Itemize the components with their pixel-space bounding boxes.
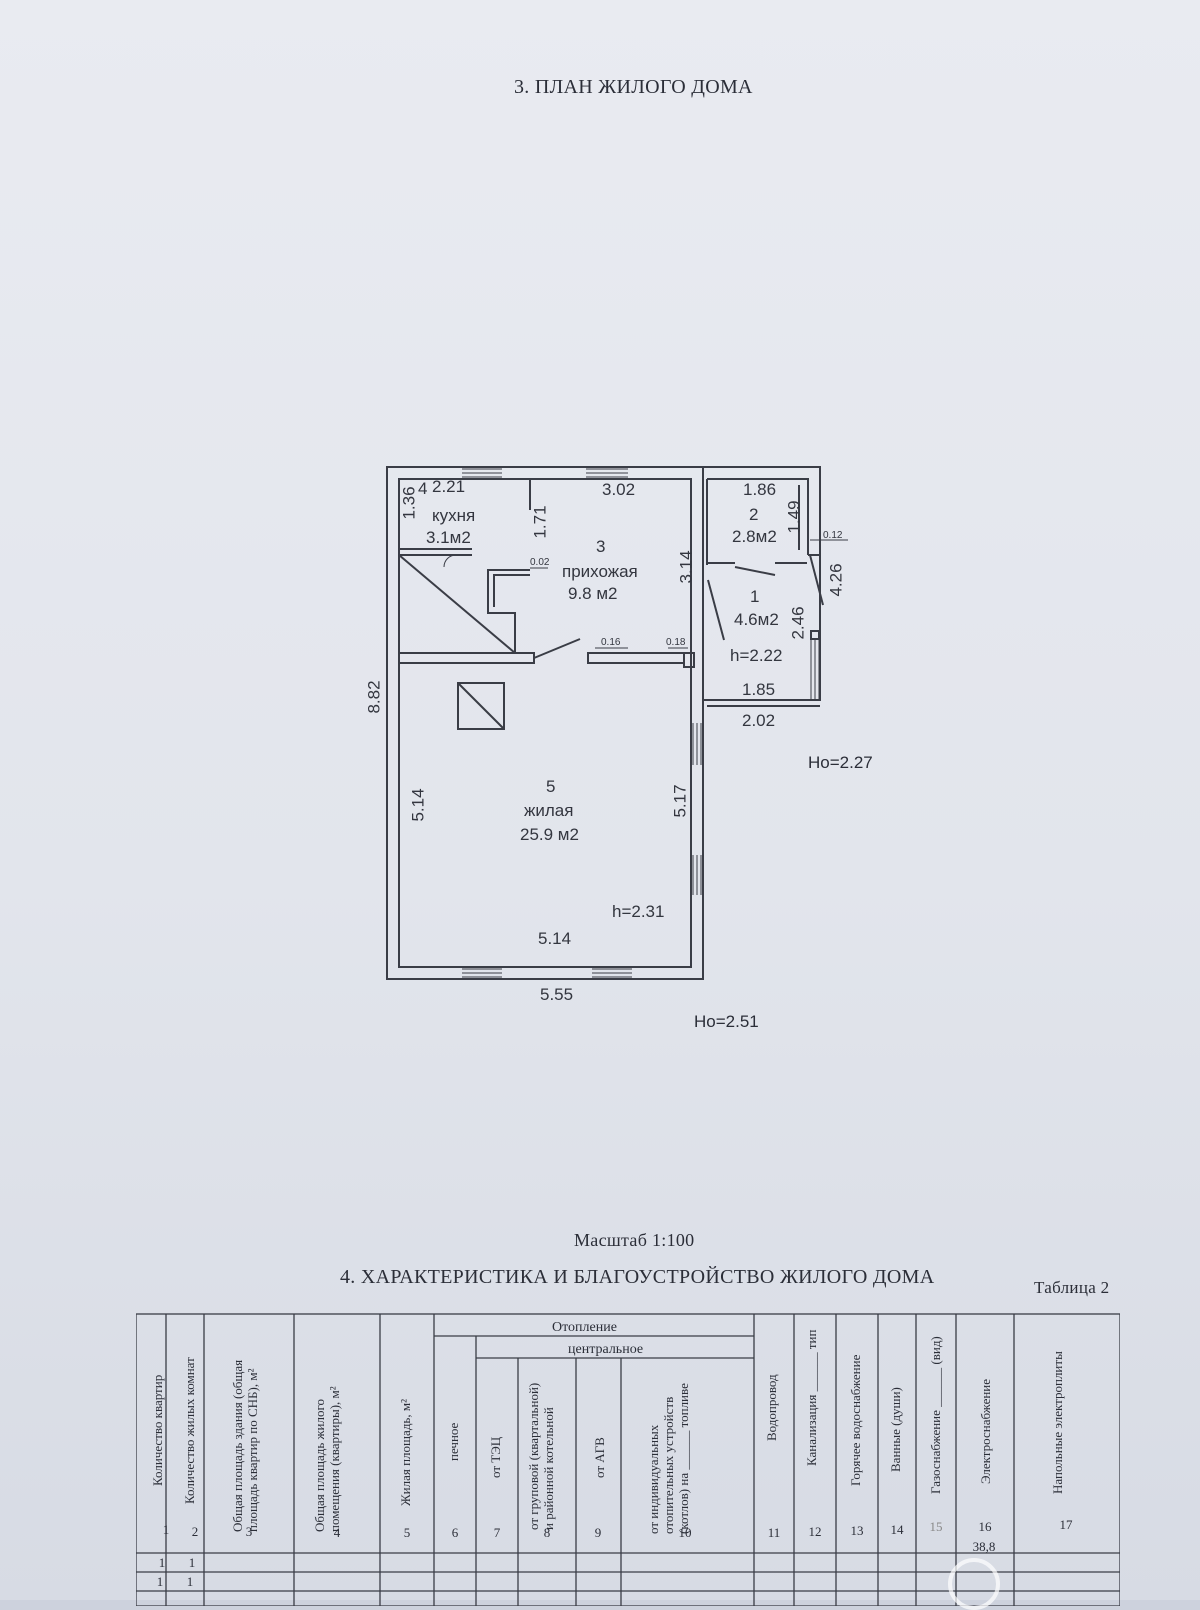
table-label: Таблица 2	[1034, 1278, 1110, 1297]
ho-annex: Ho=2.27	[808, 753, 873, 772]
col-from-agv: от АГВ	[592, 1437, 607, 1478]
dim-5-14-left: 5.14	[408, 788, 428, 822]
col-number: 9	[594, 1525, 602, 1540]
col-number: 16	[978, 1519, 992, 1534]
col-apartments: Количество квартир	[150, 1374, 165, 1486]
col-hot-water: Горячее водоснабжение	[848, 1354, 863, 1486]
room-5-area: 25.9 м2	[520, 825, 579, 844]
dim-0-12: 0.12	[823, 530, 843, 541]
group-heating: Отопление	[552, 1320, 617, 1335]
table-grid	[136, 1313, 1120, 1606]
room-4-number: 4	[418, 479, 428, 498]
col-number: 14	[890, 1522, 904, 1537]
room-1-number: 1	[750, 587, 760, 606]
col-number: 4	[333, 1525, 341, 1540]
outer-wall-outer	[386, 466, 704, 980]
dim-0-16: 0.16	[601, 637, 621, 648]
floor-plan: 4 кухня 3.1м2 3 прихожая 9.8 м2 2 2.8м2 …	[365, 455, 890, 1035]
dim-2-21: 2.21	[432, 477, 466, 496]
annex-wall-outer	[703, 466, 821, 645]
row2-col2: 1	[186, 1574, 194, 1589]
col-number: 13	[850, 1523, 864, 1538]
outer-wall-inner	[398, 478, 692, 968]
room-5-name: жилая	[524, 801, 574, 820]
partial-value: 38,8	[972, 1539, 996, 1554]
dim-5-55: 5.55	[540, 985, 574, 1004]
ho-main: Ho=2.51	[694, 1012, 759, 1031]
col-stove-heating: печное	[446, 1422, 461, 1461]
col-number: 5	[403, 1525, 411, 1540]
col-number: 2	[191, 1524, 199, 1539]
height-2-31: h=2.31	[612, 902, 665, 921]
col-number: 11	[767, 1525, 781, 1540]
dim-2-46: 2.46	[788, 606, 808, 640]
room-4-area: 3.1м2	[426, 528, 471, 547]
height-2-22: h=2.22	[730, 646, 783, 665]
col-water-supply: Водопровод	[764, 1374, 779, 1441]
dim-5-17: 5.17	[670, 784, 690, 818]
row2-col1: 1	[156, 1574, 164, 1589]
dim-5-14-bottom: 5.14	[538, 929, 572, 948]
col-baths: Ванные (души)	[888, 1387, 903, 1472]
col-electricity: Электроснабжение	[978, 1378, 993, 1484]
col-number: 10	[678, 1525, 692, 1540]
section4-title: 4. ХАРАКТЕРИСТИКА И БЛАГОУСТРОЙСТВО ЖИЛО…	[340, 1266, 935, 1288]
col-number: 6	[451, 1525, 459, 1540]
room-4-name: кухня	[432, 506, 476, 525]
section3-title: 3. ПЛАН ЖИЛОГО ДОМА	[514, 76, 753, 98]
col-number: 17	[1059, 1517, 1073, 1532]
col-living-area: Жилая площадь, м²	[398, 1399, 413, 1506]
col-number: 15	[929, 1519, 943, 1534]
room-5-number: 5	[546, 777, 556, 796]
col-number: 7	[493, 1525, 501, 1540]
col-number: 12	[808, 1524, 822, 1539]
room-2-area: 2.8м2	[732, 527, 777, 546]
col-gas-supply: Газоснабжение ______ (вид)	[928, 1336, 943, 1494]
col-rooms: Количество жилых комнат	[182, 1357, 197, 1504]
room-3-name: прихожая	[562, 562, 638, 581]
dim-1-36: 1.36	[399, 486, 419, 520]
floor-plan-drawing	[386, 466, 848, 980]
row1-col1: 1	[158, 1555, 166, 1570]
dim-2-02: 2.02	[742, 711, 776, 730]
col-number: 3	[245, 1524, 253, 1539]
row1-col2: 1	[188, 1555, 196, 1570]
watermark-logo-icon	[948, 1558, 1000, 1610]
group-central: центральное	[568, 1342, 644, 1357]
dim-0-02: 0.02	[530, 557, 550, 568]
dim-1-86: 1.86	[743, 480, 777, 499]
dim-4-26: 4.26	[826, 563, 846, 597]
col-number: 1	[162, 1522, 170, 1537]
scale-label: Масштаб 1:100	[574, 1230, 695, 1250]
dim-1-49: 1.49	[784, 500, 804, 534]
annex-wall-inner	[707, 478, 809, 555]
col-from-tec: от ТЭЦ	[488, 1436, 503, 1478]
dim-1-85: 1.85	[742, 680, 776, 699]
room-1-area: 4.6м2	[734, 610, 779, 629]
dim-3-02: 3.02	[602, 480, 636, 499]
room-3-number: 3	[596, 537, 606, 556]
col-sewerage: Канализация ______ тип	[804, 1329, 819, 1466]
characteristics-table: Отопление центральное Количество квартир…	[136, 1306, 1120, 1606]
room-2-number: 2	[749, 505, 759, 524]
col-number: 8	[543, 1525, 551, 1540]
room-3-area: 9.8 м2	[568, 584, 618, 603]
annex-bottom-wall	[703, 630, 821, 701]
dim-3-14: 3.14	[676, 550, 696, 584]
dim-1-71: 1.71	[530, 505, 550, 539]
dim-0-18: 0.18	[666, 637, 686, 648]
dim-8-82: 8.82	[364, 680, 384, 714]
col-from-boiler: от груповой (квартальной)и районной коте…	[526, 1382, 556, 1530]
col-electric-stoves: Напольные электроплиты	[1050, 1351, 1065, 1494]
